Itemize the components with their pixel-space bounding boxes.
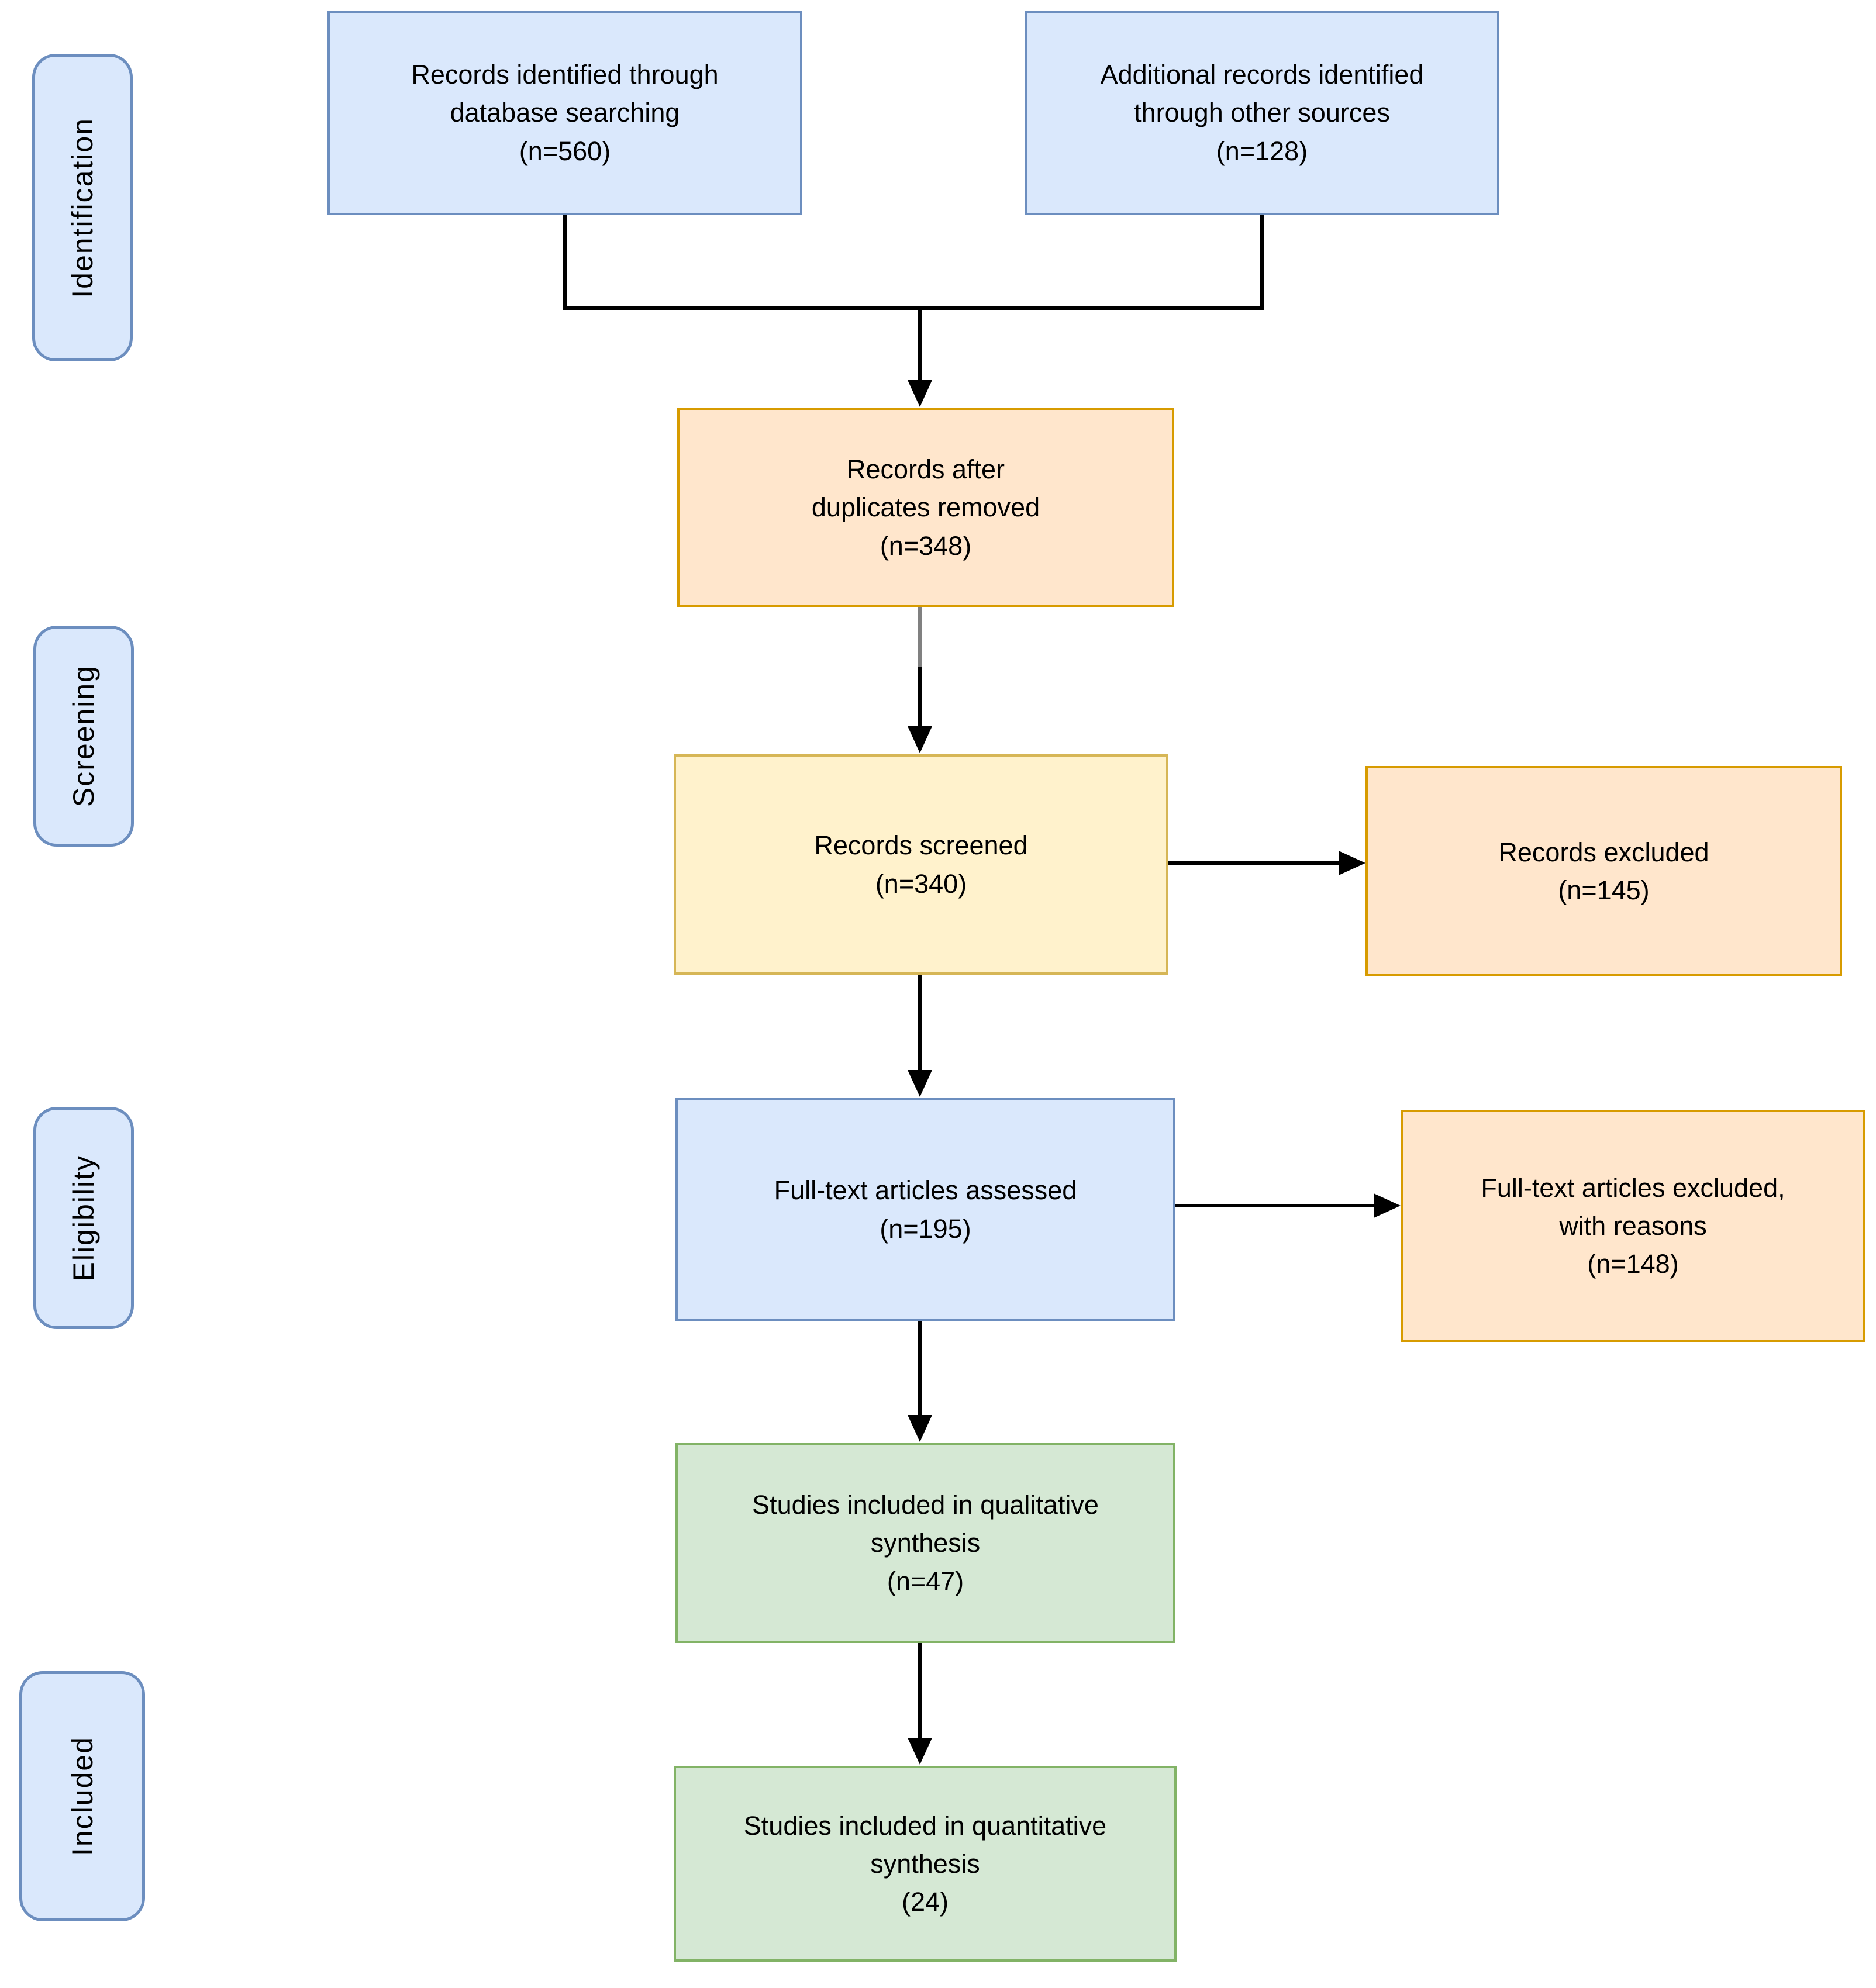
- node-text: database searching: [450, 98, 680, 128]
- stage-label-eligibility: Eligibility: [33, 1107, 134, 1329]
- node-count: (n=348): [880, 530, 972, 561]
- node-fulltext-articles-assessed: Full-text articles assessed (n=195): [675, 1098, 1175, 1321]
- connector-qualitative-to-quantitative: [918, 1643, 922, 1738]
- connector-fulltext-to-qualitative: [918, 1321, 922, 1416]
- node-text: Full-text articles excluded,: [1481, 1172, 1785, 1203]
- stage-label-included-text: Included: [65, 1736, 99, 1856]
- connector-merge-arrow-line: [918, 306, 922, 382]
- node-count: (n=148): [1587, 1249, 1679, 1279]
- node-text: with reasons: [1559, 1210, 1707, 1241]
- node-text: Records identified through: [411, 60, 719, 90]
- arrowhead-into-duplicates-removed: [908, 380, 932, 407]
- node-additional-records-other-sources: Additional records identified through ot…: [1025, 11, 1499, 215]
- connector-duplicates-to-screened-lower: [918, 667, 922, 727]
- connector-duplicates-to-screened-upper: [918, 607, 922, 667]
- node-text: Records excluded: [1498, 837, 1709, 867]
- node-text: duplicates removed: [811, 492, 1040, 523]
- stage-label-identification: Identification: [32, 54, 133, 361]
- node-records-after-duplicates-removed: Records after duplicates removed (n=348): [677, 408, 1174, 607]
- node-fulltext-articles-excluded: Full-text articles excluded, with reason…: [1401, 1110, 1865, 1342]
- arrowhead-into-quantitative: [908, 1738, 932, 1765]
- arrowhead-into-qualitative: [908, 1415, 932, 1442]
- stage-label-included: Included: [19, 1671, 145, 1921]
- connector-left-drop-line: [563, 215, 567, 309]
- connector-merge-line: [563, 306, 1264, 310]
- node-text: Records after: [846, 454, 1005, 485]
- arrowhead-into-fulltext-excluded: [1374, 1193, 1401, 1218]
- node-qualitative-synthesis: Studies included in qualitative synthesi…: [675, 1443, 1175, 1643]
- node-text: Records screened: [814, 830, 1028, 861]
- connector-right-drop-line: [1260, 215, 1264, 309]
- stage-label-eligibility-text: Eligibility: [67, 1154, 100, 1282]
- node-count: (n=128): [1216, 136, 1308, 166]
- node-count: (n=145): [1558, 875, 1650, 905]
- node-text: Studies included in quantitative: [743, 1810, 1107, 1841]
- node-count: (n=560): [519, 136, 611, 166]
- node-text: through other sources: [1134, 98, 1390, 128]
- node-records-screened: Records screened (n=340): [674, 754, 1168, 975]
- arrowhead-into-fulltext-assessed: [908, 1070, 932, 1097]
- arrowhead-into-records-excluded: [1339, 851, 1365, 875]
- arrowhead-into-records-screened: [908, 726, 932, 753]
- connector-screened-to-fulltext: [918, 975, 922, 1071]
- node-count: (n=340): [875, 868, 967, 899]
- stage-label-identification-text: Identification: [66, 117, 99, 298]
- node-count: (n=47): [887, 1566, 964, 1596]
- connector-screened-to-excluded: [1168, 861, 1339, 865]
- node-count: (24): [901, 1887, 949, 1917]
- node-text: Studies included in qualitative: [752, 1490, 1099, 1520]
- node-count: (n=195): [880, 1213, 971, 1244]
- node-records-identified-database: Records identified through database sear…: [327, 11, 802, 215]
- node-text: Full-text articles assessed: [774, 1175, 1077, 1206]
- node-quantitative-synthesis: Studies included in quantitative synthes…: [674, 1766, 1177, 1962]
- node-text: synthesis: [870, 1848, 980, 1879]
- node-records-excluded: Records excluded (n=145): [1365, 766, 1842, 976]
- node-text: Additional records identified: [1100, 60, 1424, 90]
- stage-label-screening-text: Screening: [67, 665, 100, 807]
- stage-label-screening: Screening: [33, 626, 134, 847]
- connector-fulltext-to-excluded: [1175, 1204, 1374, 1207]
- node-text: synthesis: [870, 1528, 981, 1558]
